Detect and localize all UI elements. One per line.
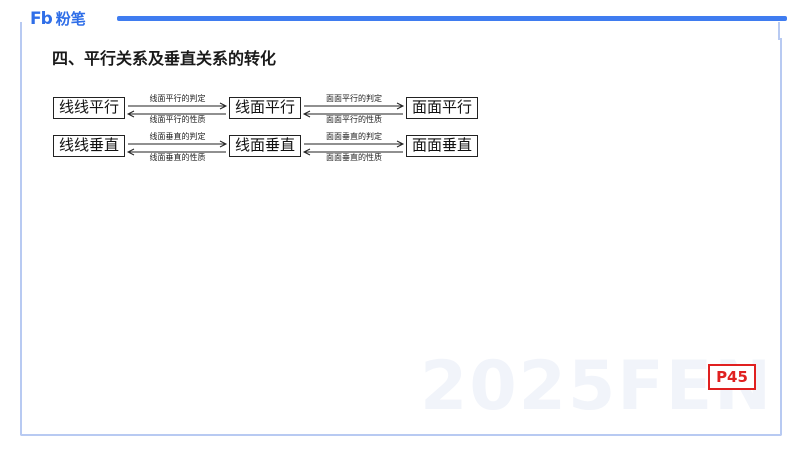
arrow-label-forward: 线面垂直的判定 [149, 132, 206, 141]
box-plane-plane-parallel: 面面平行 [406, 97, 478, 119]
arrow-line-plane-parallel: 线面平行的判定 线面平行的性质 [126, 94, 229, 124]
arrow-label-forward: 面面垂直的判定 [326, 132, 382, 141]
header-rule [117, 16, 787, 21]
box-line-plane-perpendicular: 线面垂直 [229, 135, 301, 157]
box-line-line-parallel: 线线平行 [53, 97, 125, 119]
arrow-plane-plane-perpendicular: 面面垂直的判定 面面垂直的性质 [302, 132, 406, 162]
page-number-tag: P45 [708, 364, 756, 390]
logo-text: 粉笔 [55, 10, 86, 28]
arrow-label-backward: 线面垂直的性质 [149, 153, 206, 162]
arrow-label-backward: 线面平行的性质 [149, 115, 206, 124]
arrow-label-forward: 线面平行的判定 [149, 94, 206, 103]
frame-right-edge [778, 22, 780, 40]
arrow-label-backward: 面面平行的性质 [326, 115, 382, 124]
brand-logo: Fb 粉笔 [30, 9, 86, 29]
box-plane-plane-perpendicular: 面面垂直 [406, 135, 478, 157]
arrow-label-backward: 面面垂直的性质 [326, 153, 382, 162]
frame-left-edge [20, 22, 22, 40]
box-line-line-perpendicular: 线线垂直 [53, 135, 125, 157]
box-line-plane-parallel: 线面平行 [229, 97, 301, 119]
arrow-line-plane-perpendicular: 线面垂直的判定 线面垂直的性质 [126, 132, 229, 162]
arrow-label-forward: 面面平行的判定 [326, 94, 382, 103]
logo-mark: Fb [30, 9, 53, 29]
slide-frame [20, 38, 782, 436]
page-title: 四、平行关系及垂直关系的转化 [52, 49, 277, 68]
arrow-plane-plane-parallel: 面面平行的判定 面面平行的性质 [302, 94, 406, 124]
